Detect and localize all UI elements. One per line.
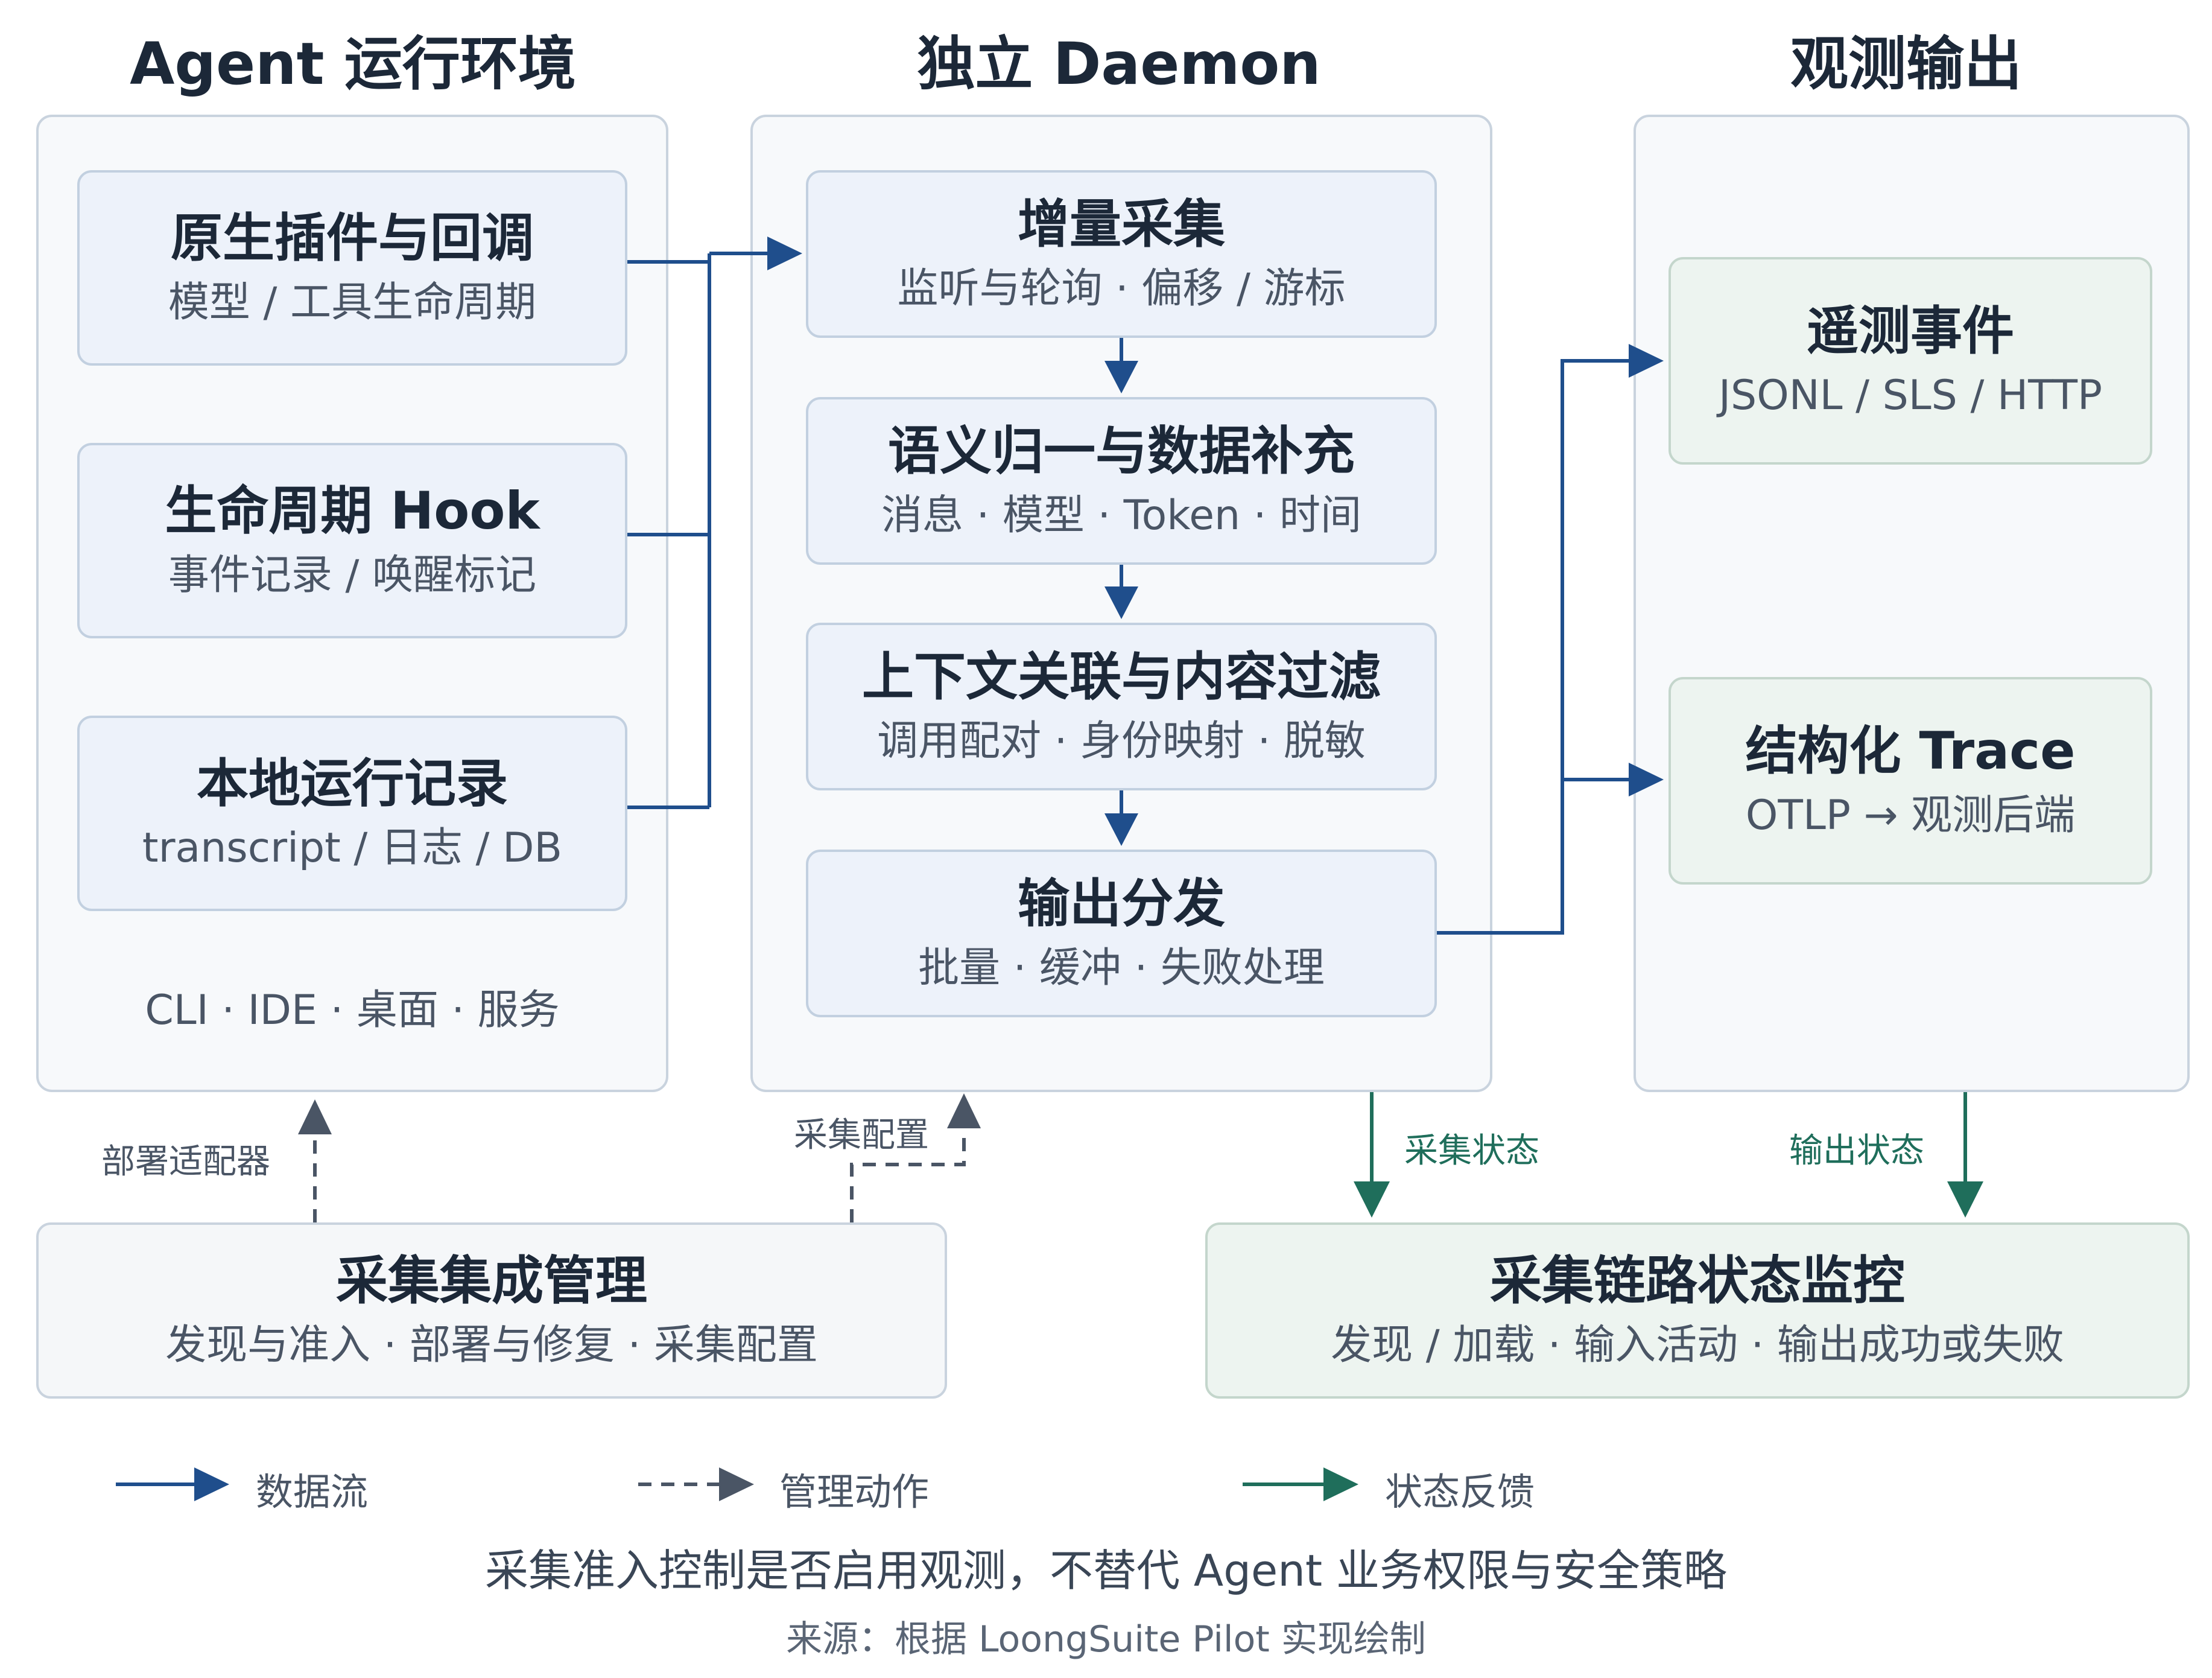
access-control-statement: 采集准入控制是否启用观测，不替代 Agent 业务权限与安全策略 [485, 1545, 1727, 1596]
card-title: 结构化 Trace [1745, 721, 2076, 782]
edge-dispatch-out [1437, 359, 1630, 935]
right-column-title: 观测输出 [1790, 30, 2022, 98]
card-subtitle: 发现 / 加载 · 输入活动 · 输出成功或失败 [1331, 1321, 2064, 1369]
telemetry-events-card: 遥测事件 JSONL / SLS / HTTP [1669, 257, 2152, 465]
card-subtitle: 事件记录 / 唤醒标记 [168, 551, 537, 599]
card-subtitle: 监听与轮询 · 偏移 / 游标 [897, 264, 1346, 313]
card-subtitle: transcript / 日志 / DB [142, 824, 563, 872]
dispatch-to-outputs-flow [1437, 359, 1630, 935]
card-title: 遥测事件 [1807, 301, 2014, 362]
arrowhead-dispatch [1104, 813, 1138, 846]
middle-column-title: 独立 Daemon [917, 30, 1321, 98]
legend-management-action-label: 管理动作 [779, 1470, 930, 1514]
card-subtitle: JSONL / SLS / HTTP [1718, 371, 2102, 419]
legend-data-flow-label: 数据流 [256, 1470, 369, 1514]
arrowhead-trace [1629, 763, 1664, 796]
arrowhead-normalize [1104, 361, 1138, 393]
arrowhead-collect-status [1354, 1181, 1390, 1218]
card-title: 输出分发 [1018, 874, 1225, 935]
collect-status-label: 采集状态 [1404, 1131, 1539, 1171]
card-subtitle: 调用配对 · 身份映射 · 脱敏 [877, 717, 1366, 765]
semantic-normalization-card: 语义归一与数据补充 消息 · 模型 · Token · 时间 [806, 397, 1437, 565]
card-title: 采集集成管理 [336, 1251, 647, 1312]
card-title: 原生插件与回调 [171, 208, 534, 269]
legend-management-action-swatch [638, 1467, 754, 1501]
left-column-title: Agent 运行环境 [130, 30, 576, 98]
legend-data-flow-swatch [116, 1467, 229, 1501]
card-title: 采集链路状态监控 [1490, 1251, 1905, 1312]
card-title: 增量采集 [1018, 194, 1225, 255]
arrowhead-into-collector [767, 237, 802, 270]
card-subtitle: OTLP → 观测后端 [1745, 791, 2076, 839]
incremental-collection-card: 增量采集 监听与轮询 · 偏移 / 游标 [806, 170, 1437, 338]
collection-pipeline-status-monitor-card: 采集链路状态监控 发现 / 加载 · 输入活动 · 输出成功或失败 [1205, 1222, 2190, 1399]
card-title: 生命周期 Hook [165, 481, 540, 542]
context-correlation-card: 上下文关联与内容过滤 调用配对 · 身份映射 · 脱敏 [806, 623, 1437, 790]
source-note: 来源：根据 LoongSuite Pilot 实现绘制 [786, 1618, 1426, 1661]
status-feedback-edges [1370, 1092, 1967, 1184]
management-dashed-edges [313, 1128, 966, 1222]
lifecycle-hook-card: 生命周期 Hook 事件记录 / 唤醒标记 [77, 443, 627, 638]
arrowhead-daemon-config [947, 1093, 981, 1128]
arrowhead-output-status [1947, 1181, 1983, 1218]
arrowhead-runtime [298, 1099, 332, 1134]
legend-status-feedback-swatch [1243, 1467, 1358, 1501]
card-subtitle: 发现与准入 · 部署与修复 · 采集配置 [165, 1321, 818, 1369]
card-subtitle: 模型 / 工具生命周期 [168, 278, 537, 326]
output-dispatch-card: 输出分发 批量 · 缓冲 · 失败处理 [806, 850, 1437, 1017]
output-status-label: 输出状态 [1789, 1131, 1924, 1171]
legend-status-feedback-label: 状态反馈 [1385, 1470, 1535, 1514]
collection-integration-management-card: 采集集成管理 发现与准入 · 部署与修复 · 采集配置 [36, 1222, 947, 1399]
card-title: 本地运行记录 [197, 754, 508, 815]
local-run-record-card: 本地运行记录 transcript / 日志 / DB [77, 716, 627, 911]
collect-config-label: 采集配置 [794, 1116, 929, 1155]
left-to-daemon-flow [627, 252, 767, 809]
card-title: 上下文关联与内容过滤 [862, 647, 1381, 708]
native-plugin-card: 原生插件与回调 模型 / 工具生命周期 [77, 170, 627, 366]
arrowhead-telemetry [1629, 344, 1664, 378]
card-subtitle: 批量 · 缓冲 · 失败处理 [918, 944, 1325, 992]
edge-management-to-daemon [850, 1128, 966, 1222]
arrowhead-correlate [1104, 586, 1138, 619]
card-title: 语义归一与数据补充 [888, 421, 1355, 482]
deploy-adapter-label: 部署适配器 [101, 1142, 270, 1181]
card-subtitle: 消息 · 模型 · Token · 时间 [881, 491, 1361, 539]
runtime-environments-note: CLI · IDE · 桌面 · 服务 [145, 987, 560, 1034]
structured-trace-card: 结构化 Trace OTLP → 观测后端 [1669, 677, 2152, 885]
